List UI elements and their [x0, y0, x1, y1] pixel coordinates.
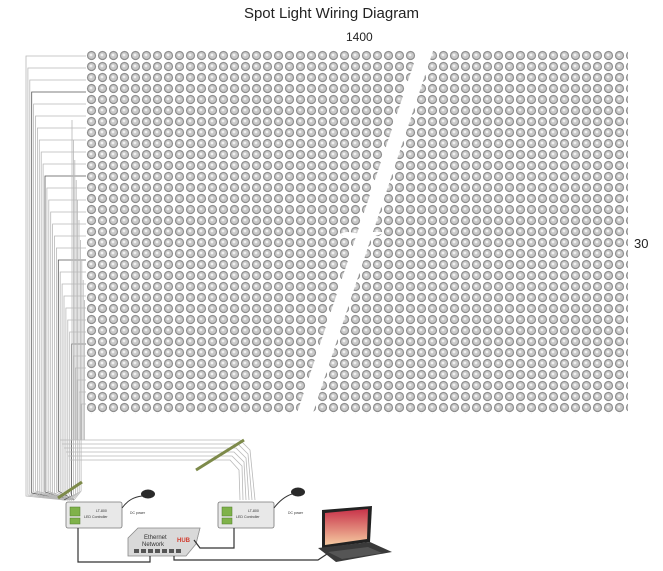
columns-count-label: 1400 [346, 30, 373, 44]
row-wire [61, 283, 86, 501]
power-adapter-1: DC power [121, 489, 155, 515]
led-spot-icon [86, 50, 628, 414]
row-wire [38, 139, 86, 501]
hub-ports [134, 549, 181, 553]
row-wiring-bus [25, 55, 86, 501]
led-controller-1[interactable]: LT-800 LED Controller [65, 501, 123, 529]
rows-count-label: 30 [634, 236, 649, 251]
row-wire [37, 127, 86, 501]
row-wire [35, 115, 86, 501]
cable-sleeves [57, 438, 245, 500]
power-adapter-icon [291, 487, 305, 497]
led-grid [86, 30, 628, 440]
power-adapter-2: DC power [273, 487, 305, 515]
row-wire [71, 391, 86, 501]
grid-break-notch [340, 232, 384, 240]
row-wire [56, 247, 86, 501]
led-controller-2[interactable]: LT-800 LED Controller [217, 501, 275, 529]
row-wire [67, 319, 86, 501]
row-wire [25, 55, 86, 501]
hub-label-line1: Ethernet [144, 535, 167, 541]
controller-2-name: LED Controller [236, 515, 260, 519]
controller-cables [60, 439, 256, 501]
adapter-1-label: DC power [130, 511, 146, 515]
controller-1-model: LT-800 [96, 509, 107, 513]
row-wire [48, 199, 86, 501]
hub-brand: HUB [177, 538, 191, 544]
laptop[interactable] [318, 506, 392, 562]
row-wire [40, 151, 86, 501]
controller-1-name: LED Controller [84, 515, 108, 519]
controller-2-model: LT-800 [248, 509, 259, 513]
hub-label-line2: Network [142, 542, 165, 548]
power-adapter-icon [141, 489, 155, 499]
adapter-2-label: DC power [288, 511, 304, 515]
ethernet-hub[interactable]: Ethernet Network HUB [127, 527, 201, 557]
ethernet-cables [77, 528, 331, 563]
diagram-title: Spot Light Wiring Diagram [243, 5, 420, 22]
